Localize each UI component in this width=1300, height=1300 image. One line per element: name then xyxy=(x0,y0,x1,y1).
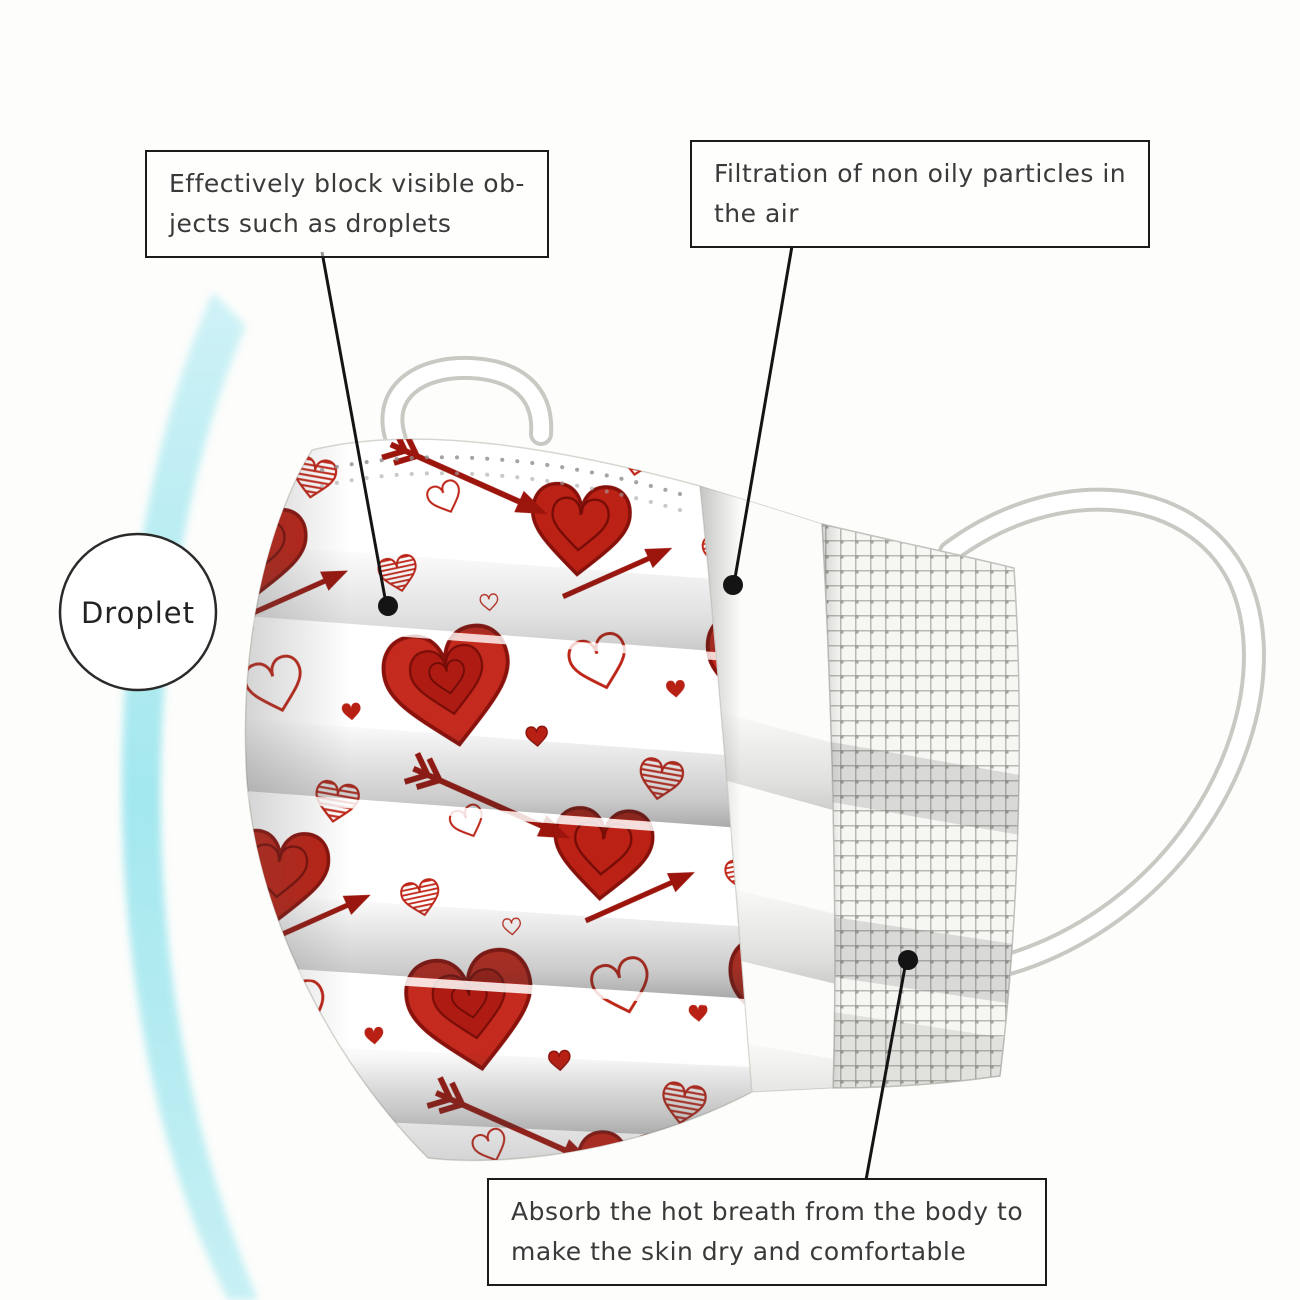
droplet-arc-swoosh xyxy=(121,292,258,1300)
callout-box-block-droplets: Effectively block visible ob- jects such… xyxy=(145,150,549,258)
callout-line-absorb xyxy=(864,966,907,1181)
droplet-label: Droplet xyxy=(80,596,196,630)
mask-front-layer xyxy=(244,438,753,1162)
ear-loop-right xyxy=(938,487,1266,982)
callout-dots xyxy=(378,575,918,970)
callout-line-filtration xyxy=(733,245,794,579)
callout-leaders xyxy=(320,245,907,1181)
callout-box-filtration: Filtration of non oily particles in the … xyxy=(690,140,1151,248)
callout-line-block xyxy=(320,251,387,599)
callout-dot-block xyxy=(378,596,398,616)
ear-loop-left xyxy=(380,355,554,452)
mask-mesh-layer xyxy=(821,523,1021,1089)
droplet-circle xyxy=(58,532,218,692)
callout-box-absorb-breath: Absorb the hot breath from the body to m… xyxy=(487,1178,1048,1286)
callout-dot-absorb xyxy=(898,950,918,970)
callout-dot-filtration xyxy=(723,575,743,595)
